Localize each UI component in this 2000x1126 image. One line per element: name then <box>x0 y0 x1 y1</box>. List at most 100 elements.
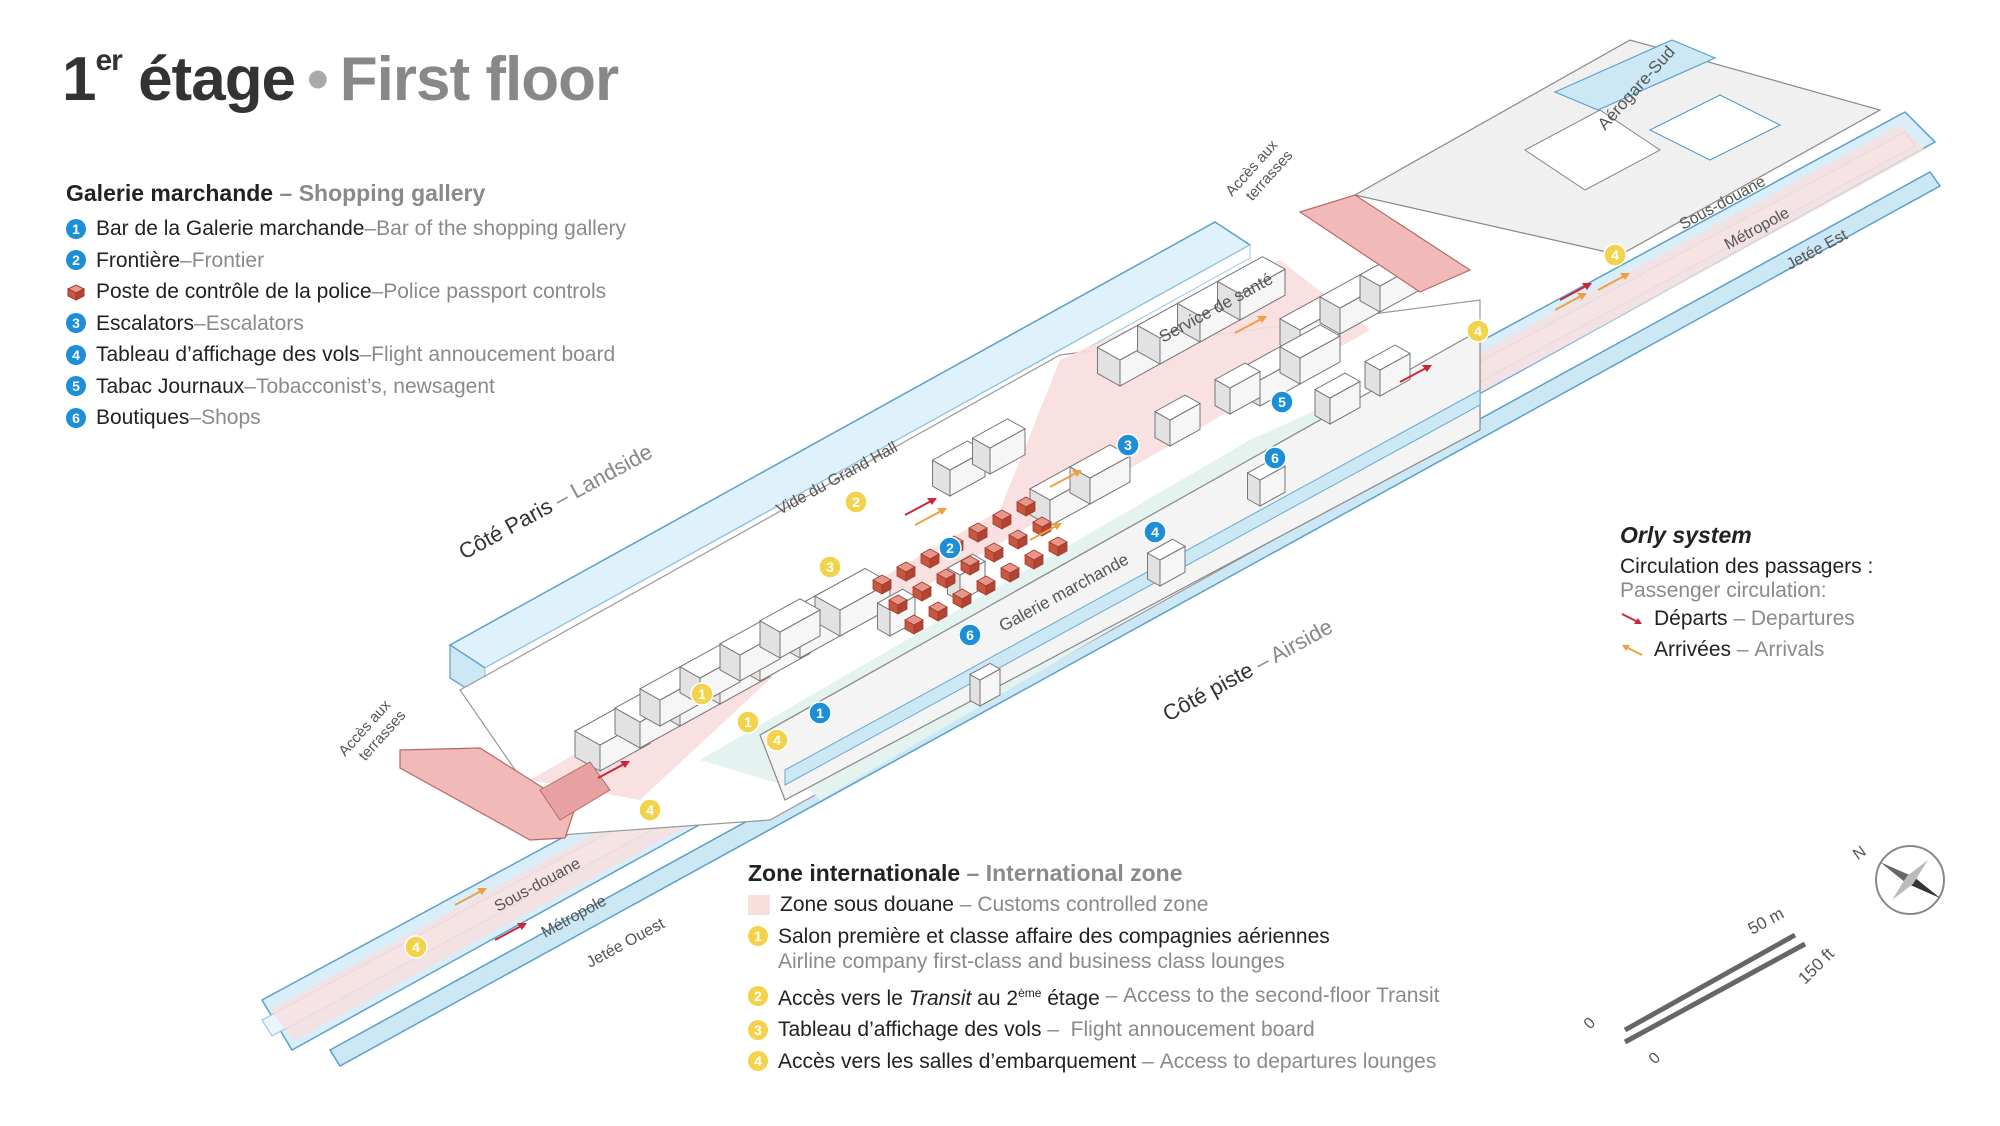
room-block <box>1146 538 1187 587</box>
airside-facade <box>759 328 1481 801</box>
police-booth <box>1016 496 1036 517</box>
blue-marker-icon: 3 <box>1116 433 1140 457</box>
orly-circulation-en: Passenger circulation: <box>1620 579 1827 602</box>
terrace-footbridges <box>399 194 1472 841</box>
room-block <box>1213 362 1262 415</box>
police-booth <box>992 509 1012 530</box>
yellow-marker-icon: 1 <box>748 926 768 947</box>
room-block <box>1153 394 1202 447</box>
police-booth <box>896 561 916 582</box>
blue-marker-icon: 3 <box>66 313 86 334</box>
circulation-arrow <box>454 888 487 906</box>
yellow-marker-icon: 4 <box>404 935 428 959</box>
blue-marker-icon: 1 <box>66 218 86 239</box>
police-booth <box>936 568 956 589</box>
svg-text:1: 1 <box>698 686 706 702</box>
blue-marker-icon: 6 <box>958 623 982 647</box>
title-french: 1er étage <box>62 44 296 114</box>
international-legend-header: Zone internationale – International zone <box>748 860 1183 886</box>
room-block <box>876 588 917 637</box>
svg-text:4: 4 <box>1611 247 1619 263</box>
scale-zero-ft: 0 <box>1646 1049 1664 1067</box>
room-block <box>1363 344 1412 397</box>
blue-marker-icon: 6 <box>1263 446 1287 470</box>
scale-zero-m: 0 <box>1581 1014 1599 1032</box>
blue-marker-icon: 4 <box>1143 520 1167 544</box>
svg-text:2: 2 <box>852 494 860 510</box>
police-booth <box>960 555 980 576</box>
yellow-marker-icon: 2 <box>748 985 768 1006</box>
police-booth <box>928 601 948 622</box>
svg-text:1: 1 <box>816 705 824 721</box>
svg-text:3: 3 <box>826 559 834 575</box>
blue-marker-icon: 5 <box>1270 390 1294 414</box>
circulation-arrow <box>1554 293 1587 311</box>
circulation-arrow <box>1029 523 1062 541</box>
police-booth <box>912 581 932 602</box>
label-acces-terrasses-west: Accès auxterrasses <box>335 695 409 772</box>
room-block <box>971 418 1027 475</box>
svg-text:4: 4 <box>1151 524 1159 540</box>
scale-feet: 150 ft <box>1794 944 1838 988</box>
circulation-arrow <box>494 923 527 941</box>
svg-text:3: 3 <box>1124 437 1132 453</box>
yellow-marker-icon: 1 <box>690 682 714 706</box>
circulation-arrow <box>597 761 630 779</box>
yellow-marker-icon: 4 <box>765 728 789 752</box>
circulation-arrow <box>904 498 937 516</box>
compass-north-label: N <box>1850 843 1869 864</box>
aerogare-sud-block <box>1353 39 1882 256</box>
police-booth <box>1048 536 1068 557</box>
room-block <box>968 662 1002 707</box>
label-cote-piste: Côté piste – Airside <box>1158 614 1336 727</box>
svg-text:4: 4 <box>773 732 781 748</box>
police-booth <box>1008 529 1028 550</box>
svg-text:4: 4 <box>1474 323 1482 339</box>
orly-circulation-fr: Circulation des passagers : <box>1620 555 1874 578</box>
title-english: First floor <box>339 45 619 114</box>
police-booth <box>968 522 988 543</box>
police-booth-icon <box>66 284 86 301</box>
legend-departures: Départs – Departures <box>1620 603 1873 634</box>
svg-text:6: 6 <box>1271 450 1279 466</box>
orly-system-legend: Orly system Circulation des passagers : … <box>1620 522 1873 665</box>
page-title: 1er étage•First floor <box>62 44 619 115</box>
compass-icon: N <box>1850 843 1945 915</box>
title-separator: • <box>307 45 329 114</box>
police-booth <box>976 575 996 596</box>
legend-item-lounges-en: Airline company first-class and business… <box>778 950 1285 973</box>
legend-item-police: Poste de contrôle de la police – Police … <box>66 276 626 308</box>
police-booth <box>952 588 972 609</box>
map-markers: 1 2 3 4 5 6 6 1 1 2 3 4 4 4 4 4 <box>404 243 1627 959</box>
label-cote-paris: Côté Paris – Landside <box>454 439 656 565</box>
circulation-arrow <box>1597 273 1630 291</box>
blue-marker-icon: 1 <box>808 701 832 725</box>
yellow-marker-icon: 4 <box>638 798 662 822</box>
police-booth <box>1000 562 1020 583</box>
blue-marker-icon: 2 <box>938 536 962 560</box>
police-booth <box>888 594 908 615</box>
departure-arrow-icon <box>1621 612 1642 624</box>
police-booth <box>1024 549 1044 570</box>
svg-text:6: 6 <box>966 627 974 643</box>
circulation-arrow <box>914 508 947 526</box>
circulation-arrow <box>1234 316 1267 334</box>
police-booth <box>920 548 940 569</box>
room-block <box>1313 372 1362 425</box>
blue-marker-icon: 5 <box>66 376 86 397</box>
yellow-marker-icon: 3 <box>748 1019 768 1040</box>
arrival-arrow-icon <box>1622 644 1643 656</box>
blue-marker-icon: 6 <box>66 407 86 428</box>
circulation-arrow <box>1559 283 1592 301</box>
customs-zone-swatch <box>748 894 770 915</box>
scale-meters: 50 m <box>1745 904 1787 939</box>
yellow-marker-icon: 4 <box>748 1051 768 1072</box>
svg-text:1: 1 <box>744 714 752 730</box>
blue-marker-icon: 4 <box>66 344 86 365</box>
